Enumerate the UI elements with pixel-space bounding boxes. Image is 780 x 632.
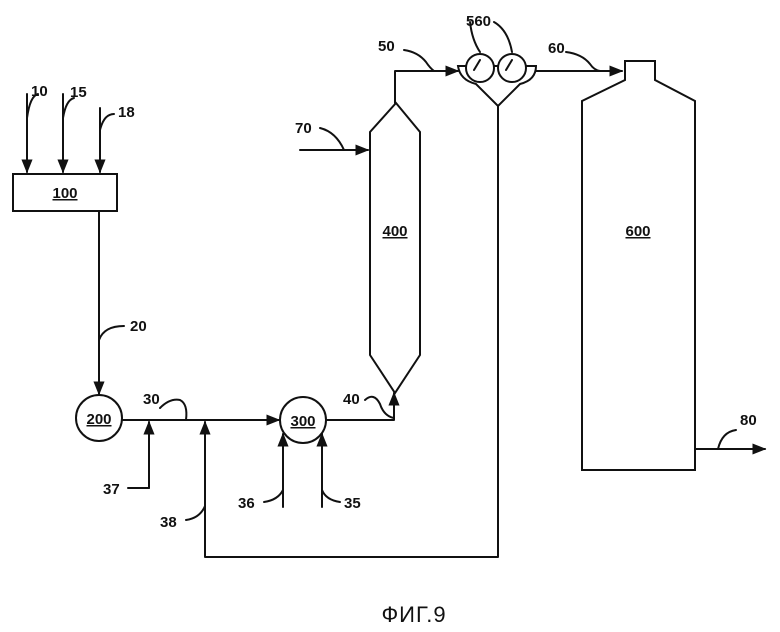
stream-40-line — [325, 391, 400, 421]
leader-38 — [185, 505, 206, 521]
stream-50-label: 50 — [378, 38, 395, 55]
stream-50-line — [394, 65, 460, 104]
unit-300: 300 — [279, 396, 327, 444]
stream-10-label: 10 — [31, 83, 48, 100]
leader-70 — [319, 127, 345, 151]
unit-100: 100 — [12, 173, 118, 212]
leader-10 — [26, 93, 39, 119]
stream-70-label: 70 — [295, 120, 312, 137]
leader-40 — [364, 395, 395, 419]
leader-560-b — [493, 21, 513, 53]
unit-300-label: 300 — [290, 413, 315, 430]
stream-30-label: 30 — [143, 391, 160, 408]
leader-35 — [321, 489, 341, 503]
leader-560-a — [469, 21, 481, 53]
stream-38-label: 38 — [160, 514, 177, 531]
stream-40-label: 40 — [343, 391, 360, 408]
unit-600: 600 — [581, 60, 696, 471]
stream-38-line — [199, 105, 499, 558]
stream-15-label: 15 — [70, 84, 87, 101]
leader-30 — [159, 398, 188, 421]
leader-60 — [565, 51, 601, 72]
unit-560-swirls — [473, 59, 513, 71]
leader-80 — [717, 429, 737, 450]
unit-600-label: 600 — [625, 223, 650, 240]
unit-100-label: 100 — [52, 185, 77, 202]
leader-36 — [263, 489, 284, 503]
leader-50 — [403, 49, 435, 72]
stream-37-label: 37 — [103, 481, 120, 498]
figure-caption: ФИГ.9 — [381, 602, 446, 627]
stream-20-label: 20 — [130, 318, 147, 335]
leader-20 — [98, 325, 125, 341]
unit-560-label: 560 — [466, 13, 491, 30]
unit-200: 200 — [75, 394, 123, 442]
unit-560: 560 — [456, 13, 538, 108]
leader-15 — [62, 97, 75, 119]
unit-400-label: 400 — [382, 223, 407, 240]
leader-18 — [99, 113, 115, 131]
stream-35-label: 35 — [344, 495, 361, 512]
unit-400: 400 — [369, 101, 421, 395]
unit-200-label: 200 — [86, 411, 111, 428]
stream-36-label: 36 — [238, 495, 255, 512]
stream-18-label: 18 — [118, 104, 135, 121]
stream-80-label: 80 — [740, 412, 757, 429]
stream-60-label: 60 — [548, 40, 565, 57]
